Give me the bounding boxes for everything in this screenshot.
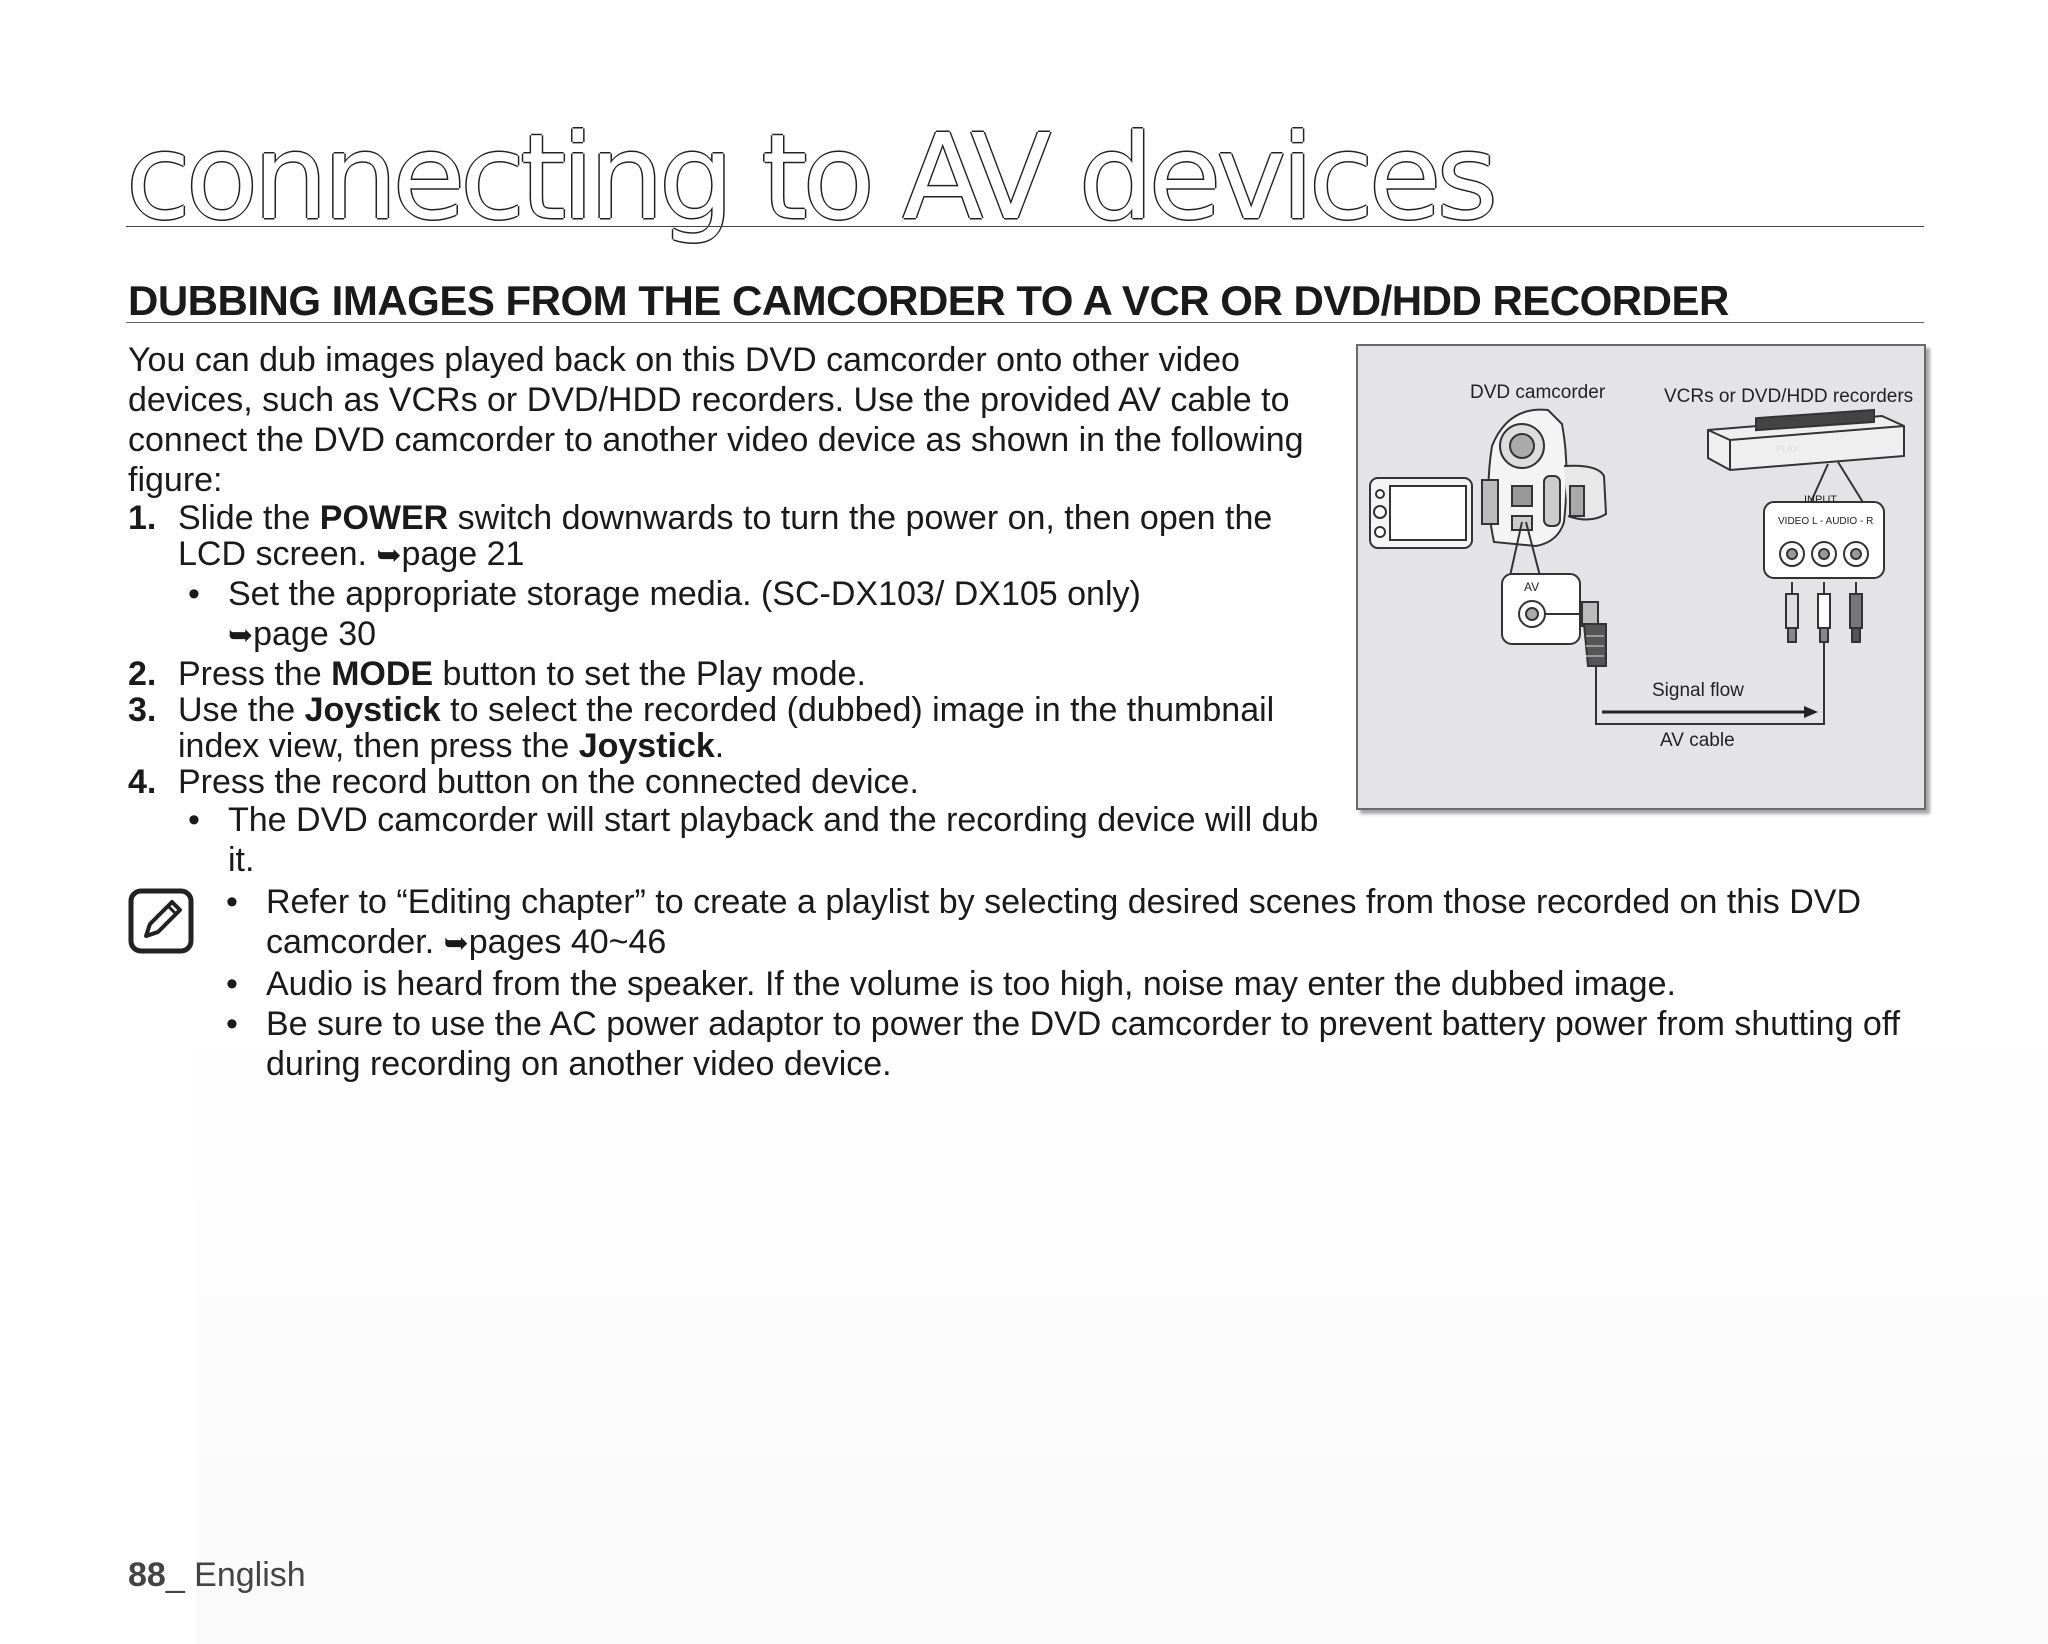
intro-paragraph: You can dub images played back on this D… — [128, 341, 1304, 499]
recorder-illustration — [1707, 408, 1905, 472]
step-text: Use the — [178, 691, 305, 729]
step-text: to select the recorded (dubbed) image in… — [178, 691, 1275, 765]
step-text: Press the record button on the connected… — [178, 763, 919, 801]
page-footer: 88_ English — [128, 1556, 306, 1595]
bullet-text: Set the appropriate storage media. (SC-D… — [228, 575, 1141, 613]
step-keyword: MODE — [331, 655, 434, 693]
recorder-label: VCRs or DVD/HDD recorders — [1664, 386, 1914, 407]
bullet-icon: • — [226, 965, 238, 1003]
step-4-bullet: • The DVD camcorder will start playback … — [178, 800, 1348, 880]
note-item: • Audio is heard from the speaker. If th… — [218, 964, 1928, 1004]
connection-diagram: DVD camcorder VCRs or DVD/HDD recorders … — [1356, 344, 1926, 810]
bullet-text: The DVD camcorder will start playback an… — [228, 801, 1319, 879]
step-text: Slide the — [178, 499, 320, 537]
step-text: . — [714, 727, 725, 765]
page-ref-icon: ➥ — [376, 539, 402, 572]
input-jacks-callout — [1763, 461, 1885, 579]
camcorder-illustration — [1369, 408, 1608, 549]
section-heading: DUBBING IMAGES FROM THE CAMCORDER TO A V… — [128, 277, 1729, 324]
step-number: 1. — [128, 499, 157, 537]
note-text: Refer to “Editing chapter” to create a p… — [266, 883, 1861, 961]
note-item: • Refer to “Editing chapter” to create a… — [218, 882, 1928, 964]
audio-jack-label: L - AUDIO - R — [1812, 516, 1874, 527]
connection-illustration — [1369, 408, 1905, 725]
bullet-icon: • — [226, 883, 238, 921]
page-reference: pages 40~46 — [468, 923, 667, 961]
input-label: INPUT — [1804, 494, 1837, 506]
step-text: Press the — [178, 655, 332, 693]
bullet-icon: • — [188, 801, 200, 839]
rca-plugs — [1785, 582, 1863, 643]
av-cable-line — [1595, 642, 1825, 725]
instructions: You can dub images played back on this D… — [128, 340, 1348, 880]
footer-language: _ English — [165, 1556, 306, 1594]
camcorder-label: DVD camcorder — [1470, 382, 1606, 403]
step-4: 4. Press the record button on the connec… — [128, 764, 1348, 880]
note-icon — [128, 888, 194, 954]
recorder-display-label: PLAY — [1776, 444, 1799, 454]
signal-flow-arrow — [1602, 706, 1818, 718]
step-text: button to set the Play mode. — [433, 655, 866, 693]
av-jack-callout — [1501, 521, 1581, 645]
av-plug — [1545, 601, 1607, 667]
step-number: 2. — [128, 655, 157, 693]
step-1-bullet: • Set the appropriate storage media. (SC… — [178, 574, 1348, 656]
av-cable-label: AV cable — [1660, 730, 1735, 751]
page-ref-icon: ➥ — [228, 619, 254, 652]
page-reference: page 30 — [253, 615, 377, 653]
page-number: 88 — [128, 1556, 166, 1594]
bullet-icon: • — [188, 575, 200, 613]
note-item: • Be sure to use the AC power adaptor to… — [218, 1004, 1928, 1084]
page-background — [196, 1000, 2048, 1644]
title-divider — [126, 226, 1924, 227]
page-ref-icon: ➥ — [443, 927, 469, 960]
step-1: 1. Slide the POWER switch downwards to t… — [128, 500, 1348, 656]
step-3: 3. Use the Joystick to select the record… — [128, 692, 1348, 764]
step-keyword: POWER — [319, 499, 449, 537]
steps-list: 1. Slide the POWER switch downwards to t… — [128, 500, 1348, 880]
notes-list: • Refer to “Editing chapter” to create a… — [218, 882, 1928, 1084]
step-number: 3. — [128, 691, 157, 729]
av-jack-label: AV — [1524, 580, 1540, 594]
step-keyword: Joystick — [578, 727, 715, 765]
step-text: switch downwards to turn the power on, t… — [178, 499, 1273, 573]
step-keyword: Joystick — [304, 691, 441, 729]
note-text: Be sure to use the AC power adaptor to p… — [266, 1005, 1901, 1083]
video-jack-label: VIDEO — [1778, 516, 1810, 527]
signal-flow-label: Signal flow — [1652, 680, 1744, 701]
note-text: Audio is heard from the speaker. If the … — [266, 965, 1676, 1003]
page-reference: page 21 — [401, 535, 525, 573]
step-2: 2. Press the MODE button to set the Play… — [128, 656, 1348, 692]
step-number: 4. — [128, 763, 157, 801]
chapter-title: connecting to AV devices — [126, 108, 1498, 246]
section-divider — [126, 322, 1924, 323]
bullet-icon: • — [226, 1005, 238, 1043]
